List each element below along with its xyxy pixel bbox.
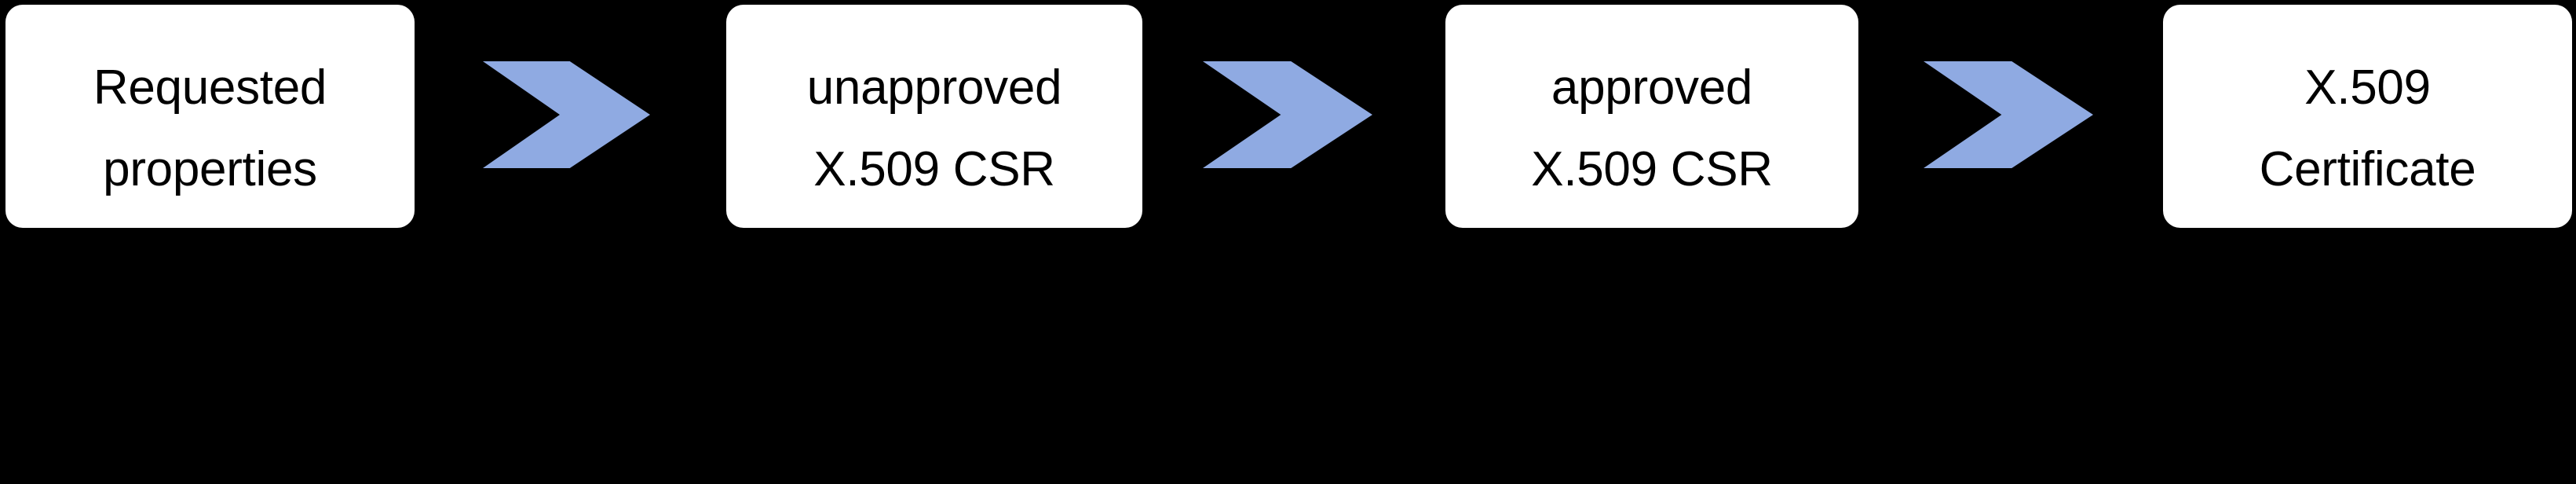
process-node-requested-properties[interactable]: Requested properties [5,5,415,228]
node-label-line1: unapproved [806,60,1062,115]
chevron-right-icon [1203,61,1372,168]
process-node-x509-certificate[interactable]: X.509 Certificate [2163,5,2572,228]
node-label-line1: Requested [93,60,327,115]
node-label-line1: X.509 [2304,60,2431,115]
chevron-right-icon [483,61,650,168]
node-label-line2: X.509 CSR [1531,142,1773,196]
process-node-unapproved-csr[interactable]: unapproved X.509 CSR [726,5,1142,228]
node-label-line1: approved [1551,60,1753,115]
node-label-line2: X.509 CSR [813,142,1055,196]
node-label-line2: properties [103,142,317,196]
process-node-approved-csr[interactable]: approved X.509 CSR [1445,5,1858,228]
node-label-line2: Certificate [2259,142,2476,196]
chevron-right-icon [1924,61,2093,168]
